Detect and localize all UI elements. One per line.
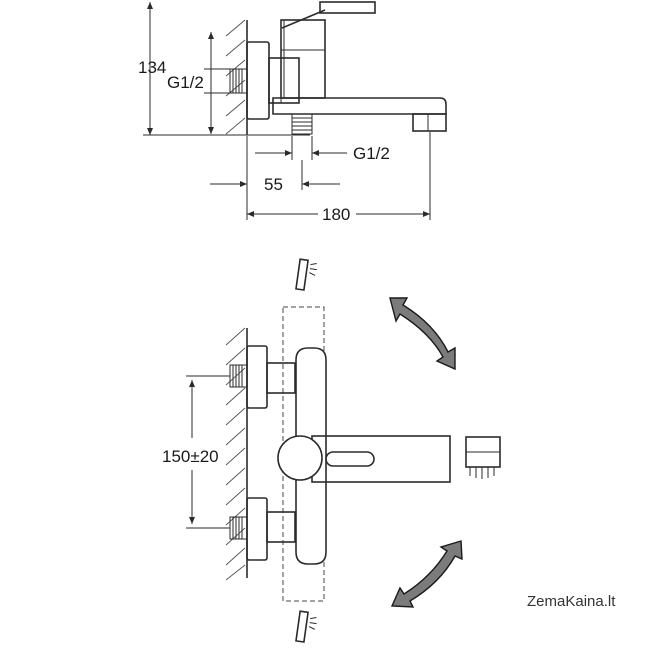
dimension-wall-thread: G1/2 xyxy=(167,32,230,134)
mixer-lever-knob xyxy=(277,435,323,481)
rotation-arrow-bottom-icon xyxy=(390,540,463,608)
diverter-outlet xyxy=(465,436,501,479)
watermark-text: ZemaKaina.lt xyxy=(527,593,616,610)
dimension-55: 55 xyxy=(210,136,340,220)
spout-side xyxy=(272,97,447,132)
rotation-arrow-top-icon xyxy=(389,297,456,371)
front-view: 150±20 xyxy=(162,258,501,643)
label-g12-bottom: G1/2 xyxy=(353,144,390,163)
label-g12-wall: G1/2 xyxy=(167,73,204,92)
dimension-134: 134 xyxy=(138,2,310,136)
mixer-body-side xyxy=(280,1,376,99)
escutcheon-side xyxy=(246,41,270,120)
hand-shower-top-icon xyxy=(295,258,317,291)
lower-connector xyxy=(229,497,296,561)
hand-shower-bottom-icon xyxy=(295,610,317,643)
dimension-bottom-thread: G1/2 xyxy=(255,136,390,163)
dimension-180: 180 xyxy=(247,132,431,224)
upper-connector xyxy=(229,345,296,409)
shower-outlet-thread xyxy=(291,113,313,135)
label-180: 180 xyxy=(322,205,350,224)
label-134: 134 xyxy=(138,58,166,77)
label-55: 55 xyxy=(264,175,283,194)
wall-thread-connector xyxy=(229,68,248,94)
dimension-150: 150±20 xyxy=(162,375,230,529)
side-view: 134 G1/2 G1/2 55 xyxy=(138,1,447,224)
spout-front xyxy=(311,435,451,483)
label-150: 150±20 xyxy=(162,447,219,466)
